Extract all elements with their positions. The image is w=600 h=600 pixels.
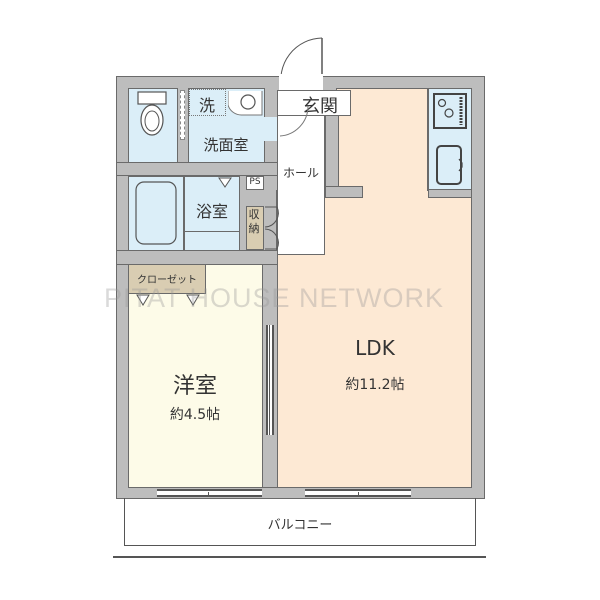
room-western [128, 264, 264, 488]
kitchen-wall-stub [428, 189, 472, 198]
hall-door-swing-icon [279, 105, 309, 137]
ldk-label: LDK [355, 336, 395, 360]
bath-top-wall [116, 162, 278, 176]
watermark: PITAT HOUSE NETWORK [104, 283, 445, 313]
toilet-sliding-door [180, 90, 185, 140]
bath-floor-line [184, 231, 240, 232]
western-window[interactable] [157, 489, 262, 497]
bath-label: 浴室 [195, 202, 228, 221]
western-sliding-door-mid [269, 325, 270, 435]
room-ldk-upper [336, 88, 428, 194]
storage-label: 収納 [248, 208, 260, 235]
room-entrance [277, 90, 351, 116]
hall-label: ホール [282, 166, 319, 180]
western-room-label: 洋室 [172, 374, 217, 399]
bath-door-marker-icon [218, 177, 232, 188]
toilet-icon [137, 91, 167, 136]
washbasin-icon [228, 91, 263, 116]
entrance-opening [279, 74, 323, 92]
entrance-label: 玄関 [302, 96, 338, 117]
bathtub-icon [135, 181, 177, 245]
laundry-area [189, 89, 226, 116]
closet[interactable] [128, 264, 206, 294]
washroom-label: 洗面室 [203, 136, 249, 154]
storage-door-swing-icon [264, 206, 279, 250]
ldk-window-mid [358, 492, 359, 495]
ps-label: PS [249, 177, 261, 187]
ldk-fill-2 [337, 186, 427, 196]
closet-door-marker-icon [136, 294, 200, 306]
ldk-size: 約11.2帖 [345, 377, 405, 393]
balcony-rail [113, 556, 486, 558]
laundry-label: 洗 [198, 96, 215, 115]
sink-icon [436, 145, 463, 185]
stove-icon [433, 93, 467, 129]
storage-cabinet [246, 206, 264, 250]
balcony-label: バルコニー [267, 518, 333, 533]
western-sliding-door[interactable] [266, 325, 274, 435]
ps-box [246, 176, 264, 190]
balcony [124, 498, 476, 546]
western-window-mid [208, 492, 209, 495]
closet-label: クローゼット [137, 275, 197, 286]
western-top-wall [116, 250, 278, 265]
western-room-size: 約4.5帖 [169, 407, 221, 423]
room-hall [277, 115, 325, 255]
ldk-notch-wall-bottom [325, 186, 363, 198]
washroom-door-opening [264, 117, 280, 141]
bath-divider [183, 176, 185, 251]
ldk-notch-wall [325, 115, 339, 197]
